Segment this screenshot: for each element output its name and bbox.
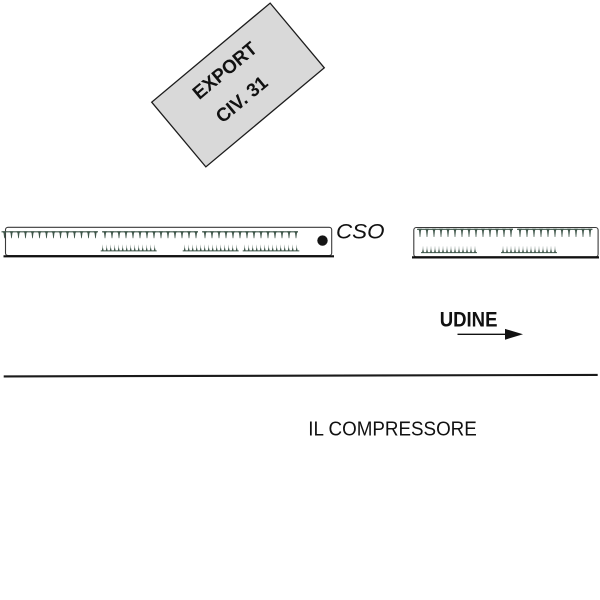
svg-text:IL COMPRESSORE: IL COMPRESSORE [308, 419, 477, 441]
svg-text:CSO: CSO [336, 220, 385, 243]
svg-text:UDINE: UDINE [440, 307, 498, 331]
